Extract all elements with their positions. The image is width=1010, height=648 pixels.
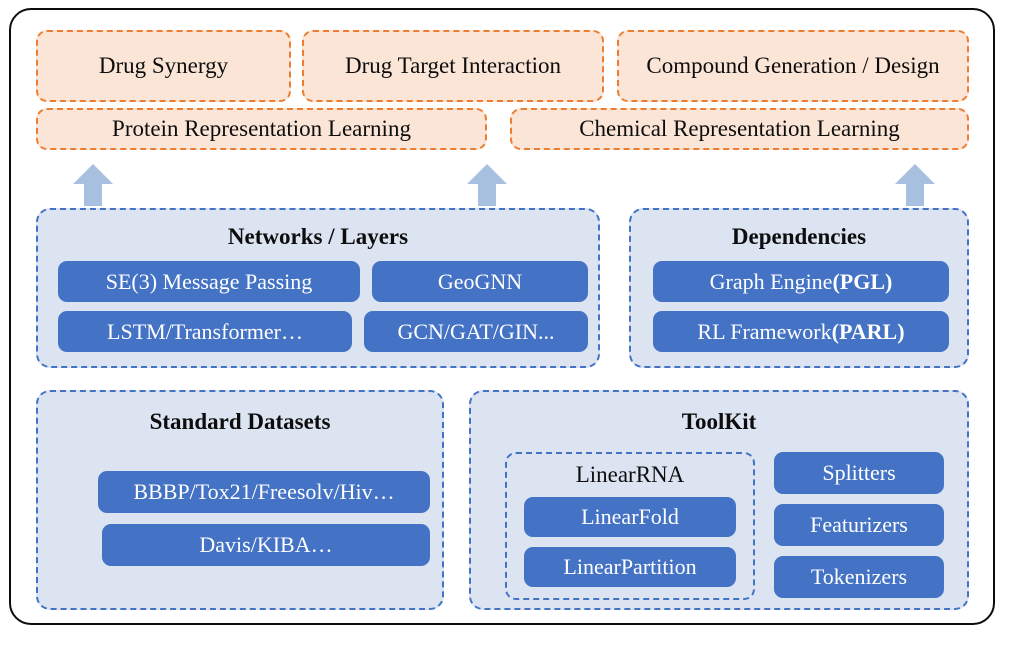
arrow-up-middle-icon [466, 163, 508, 207]
pill-label: LinearFold [581, 504, 679, 529]
pill-label: GCN/GAT/GIN... [397, 318, 555, 344]
pill-label: Davis/KIBA… [199, 532, 333, 557]
pill-label: Featurizers [810, 512, 908, 537]
panel-networks-layers: Networks / Layers SE(3) Message Passing … [36, 208, 600, 368]
arrow-up-chemical-icon [894, 163, 936, 207]
pill-label-bold: (PARL) [831, 318, 905, 344]
pill-label-prefix: RL Framework [697, 318, 832, 344]
pill-graph-engine-pgl[interactable]: Graph Engine (PGL) [653, 261, 949, 302]
panel-title: ToolKit [681, 409, 757, 434]
subbox-linearrna: LinearRNA LinearFold LinearPartition [505, 452, 755, 600]
task-label: Compound Generation / Design [646, 53, 940, 79]
panel-standard-datasets: Standard Datasets BBBP/Tox21/Freesolv/Hi… [36, 390, 444, 610]
task-box-chemical-representation-learning[interactable]: Chemical Representation Learning [510, 108, 969, 150]
pill-label-prefix: Graph Engine [709, 268, 833, 294]
pill-label-bold: (PGL) [832, 268, 893, 294]
pill-davis-kiba[interactable]: Davis/KIBA… [102, 524, 430, 566]
pill-label: LSTM/Transformer… [107, 318, 303, 344]
task-box-protein-representation-learning[interactable]: Protein Representation Learning [36, 108, 487, 150]
pill-label: Tokenizers [810, 564, 908, 589]
outer-frame [9, 8, 995, 625]
pill-rl-framework-parl[interactable]: RL Framework (PARL) [653, 311, 949, 352]
pill-label: SE(3) Message Passing [105, 268, 313, 294]
pill-gcn-gat-gin[interactable]: GCN/GAT/GIN... [364, 311, 588, 352]
panel-title: Networks / Layers [227, 224, 409, 249]
pill-label: BBBP/Tox21/Freesolv/Hiv… [133, 479, 395, 504]
pill-bbbp-tox21-freesolv-hiv[interactable]: BBBP/Tox21/Freesolv/Hiv… [98, 471, 430, 513]
pill-tokenizers[interactable]: Tokenizers [774, 556, 944, 598]
pill-label: Splitters [822, 460, 896, 485]
task-label: Drug Synergy [98, 53, 229, 79]
arrow-up-protein-icon [72, 163, 114, 207]
pill-featurizers[interactable]: Featurizers [774, 504, 944, 546]
task-label: Chemical Representation Learning [579, 116, 900, 142]
panel-title: Dependencies [731, 224, 867, 249]
pill-se3-message-passing[interactable]: SE(3) Message Passing [58, 261, 360, 302]
subbox-title: LinearRNA [575, 462, 685, 487]
pill-linearfold[interactable]: LinearFold [524, 497, 736, 537]
panel-title: Standard Datasets [149, 409, 331, 434]
panel-toolkit: ToolKit LinearRNA LinearFold LinearParti… [469, 390, 969, 610]
panel-dependencies: Dependencies Graph Engine (PGL) RL Frame… [629, 208, 969, 368]
pill-label: LinearPartition [563, 554, 697, 579]
task-box-drug-synergy[interactable]: Drug Synergy [36, 30, 291, 102]
pill-splitters[interactable]: Splitters [774, 452, 944, 494]
task-label: Protein Representation Learning [112, 116, 411, 142]
pill-label: GeoGNN [437, 268, 523, 294]
task-label: Drug Target Interaction [345, 53, 561, 79]
pill-linearpartition[interactable]: LinearPartition [524, 547, 736, 587]
task-box-compound-generation-design[interactable]: Compound Generation / Design [617, 30, 969, 102]
task-box-drug-target-interaction[interactable]: Drug Target Interaction [302, 30, 604, 102]
pill-geognn[interactable]: GeoGNN [372, 261, 588, 302]
pill-lstm-transformer[interactable]: LSTM/Transformer… [58, 311, 352, 352]
